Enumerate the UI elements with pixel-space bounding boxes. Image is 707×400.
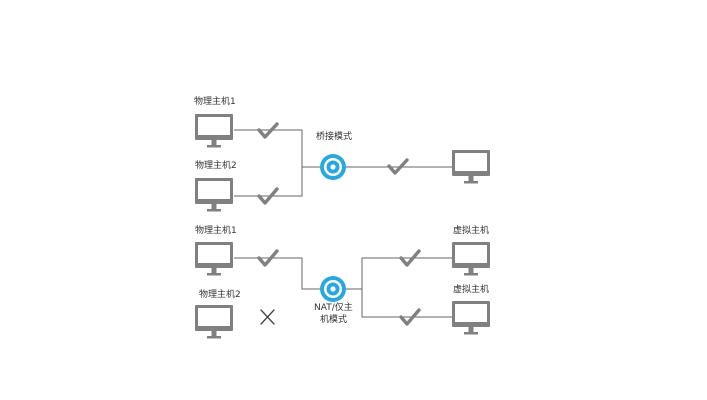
physical-host-1b-monitor-icon	[195, 242, 233, 276]
check-icon	[257, 187, 279, 205]
bridge-mode-section	[195, 114, 490, 212]
bridge-mode-label: 桥接模式	[316, 132, 353, 142]
physical-host-1-monitor-icon	[195, 114, 233, 148]
physical-host-2b-monitor-icon	[195, 305, 233, 339]
check-icon	[257, 249, 279, 267]
link-nat-vms	[346, 257, 452, 290]
link-host1-nat	[234, 257, 320, 290]
virtual-host-1-label: 虚拟主机	[453, 226, 490, 236]
nat-mode-section	[195, 242, 490, 339]
virtual-host-2-label: 虚拟主机	[453, 285, 490, 295]
link-host1-bridge	[234, 129, 320, 168]
cross-icon	[260, 309, 275, 325]
nat-hub-icon	[320, 276, 346, 302]
link-nat-vm2	[361, 289, 452, 318]
virtual-host-monitor-icon	[452, 150, 490, 184]
check-icon	[387, 158, 409, 175]
virtual-host-1-monitor-icon	[452, 242, 490, 276]
nat-mode-label-line2: 机模式	[320, 315, 348, 325]
physical-host-1-label: 物理主机1	[194, 97, 236, 107]
physical-host-2b-label: 物理主机2	[199, 290, 241, 300]
physical-host-2-label: 物理主机2	[195, 161, 237, 171]
virtual-host-2-monitor-icon	[452, 301, 490, 335]
check-icon	[399, 308, 421, 326]
link-host2-bridge	[234, 167, 303, 197]
bridge-hub-icon	[320, 154, 346, 180]
check-icon	[399, 249, 421, 267]
check-icon	[257, 122, 279, 139]
physical-host-1b-label: 物理主机1	[195, 226, 237, 236]
physical-host-2-monitor-icon	[195, 178, 233, 212]
nat-mode-label-line1: NAT/仅主	[314, 303, 353, 313]
